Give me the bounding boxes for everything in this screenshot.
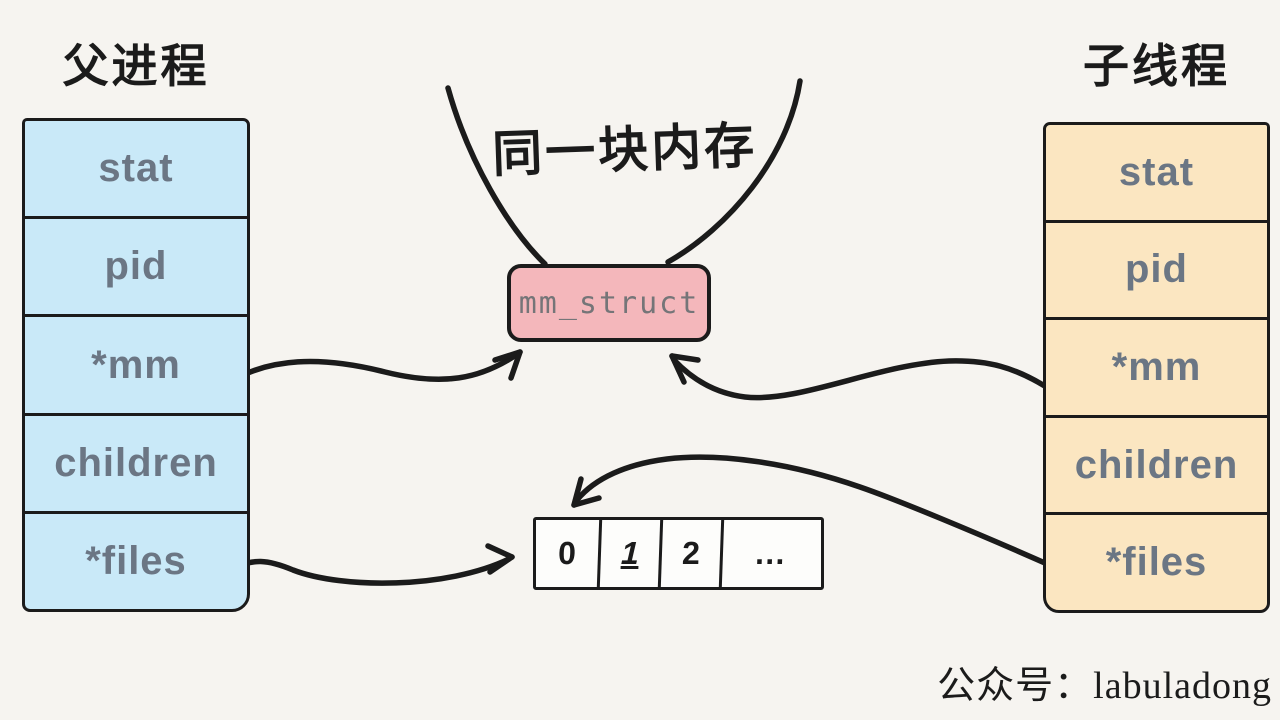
arrowhead-icon xyxy=(485,543,515,560)
arrowhead-icon xyxy=(571,495,602,508)
arrowhead-icon xyxy=(571,476,584,508)
arrow-child-mm-to-mmstruct xyxy=(671,357,1060,401)
fd-table: 0 1 2 … xyxy=(533,517,824,590)
arrowhead-icon xyxy=(669,353,687,385)
child-field-files: *files xyxy=(1105,540,1208,585)
arrowhead-icon xyxy=(492,349,523,363)
parent-process-struct: stat pid *mm children *files xyxy=(22,118,250,612)
watermark-text: 公众号：labuladong xyxy=(937,665,1272,707)
child-field-children: children xyxy=(1046,418,1267,516)
arrowhead-icon xyxy=(508,349,523,381)
parent-field-children: children xyxy=(25,416,247,514)
fd-cell-2: 2 xyxy=(660,520,725,587)
fd-cell-ellipsis: … xyxy=(753,535,791,571)
arrowhead-icon xyxy=(487,554,515,575)
child-field-stat: stat xyxy=(1046,125,1267,223)
parent-process-title: 父进程 xyxy=(62,40,210,92)
fd-cell-1: 1 xyxy=(599,520,664,587)
child-field-pid: pid xyxy=(1046,223,1267,321)
arrow-parent-files-to-fdtable xyxy=(224,556,512,586)
parent-field-stat: stat xyxy=(25,121,247,220)
child-field-mm: *mm xyxy=(1046,320,1267,418)
arrowhead-icon xyxy=(669,353,701,363)
arrow-parent-mm-to-mmstruct xyxy=(224,350,522,387)
child-thread-title: 子线程 xyxy=(1083,40,1230,92)
child-thread-struct: stat pid *mm children *files xyxy=(1043,122,1270,613)
same-memory-annotation: 同一块内存 xyxy=(491,117,759,183)
mm-struct-box: mm_struct xyxy=(507,264,711,342)
parent-field-files: *files xyxy=(85,538,187,583)
parent-field-mm: *mm xyxy=(25,317,247,416)
fd-cell-0: 0 xyxy=(534,520,603,587)
parent-field-pid: pid xyxy=(25,219,247,318)
